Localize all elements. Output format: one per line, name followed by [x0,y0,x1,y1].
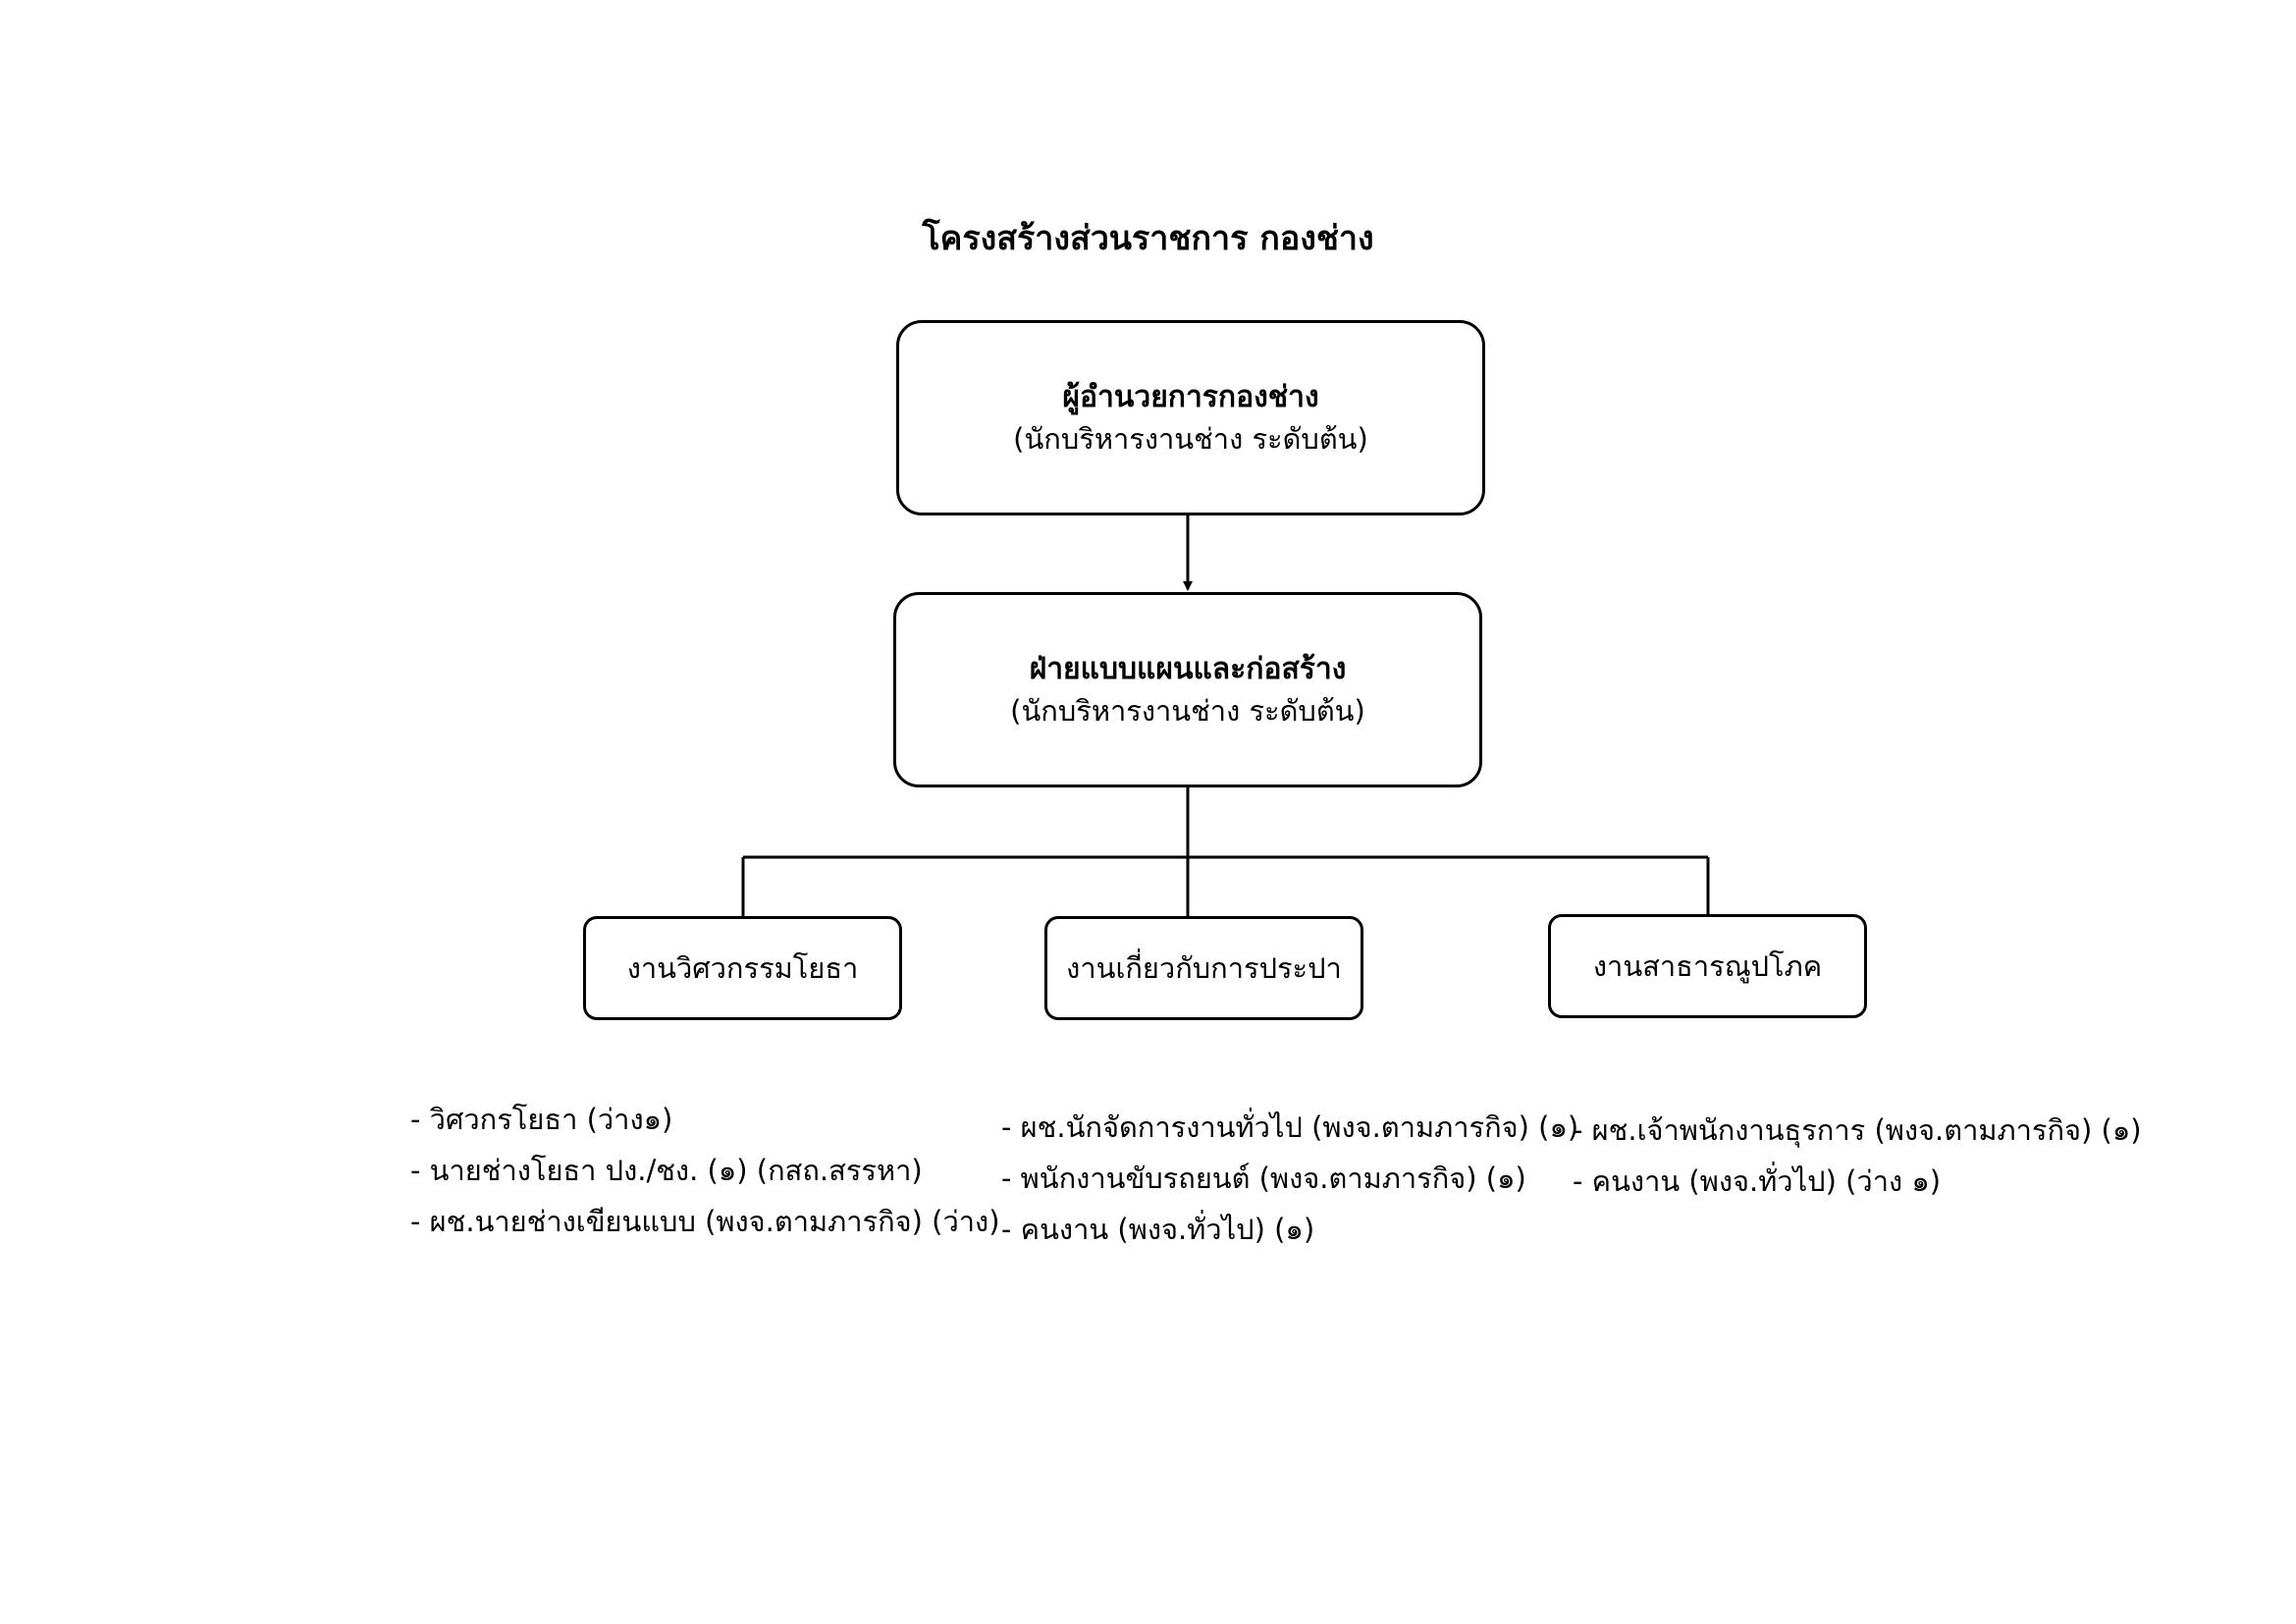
list-item: - นายช่างโยธา ปง./ชง. (๑) (กสถ.สรรหา) [410,1154,923,1187]
list-item: - คนงาน (พงจ.ทั่วไป) (ว่าง ๑) [1573,1164,1942,1198]
unit-label: งานวิศวกรรมโยธา [626,951,859,985]
director-title: ผู้อำนวยการกองช่าง [1062,379,1319,414]
page-title: โครงสร้างส่วนราชการ กองช่าง [922,219,1374,258]
list-item: - วิศวกรโยธา (ว่าง๑) [410,1103,673,1136]
list-item: - ผช.นักจัดการงานทั่วไป (พงจ.ตามภารกิจ) … [1001,1110,1579,1144]
staff-list-water-supply: - ผช.นักจัดการงานทั่วไป (พงจ.ตามภารกิจ) … [1001,1102,1578,1255]
list-item: - คนงาน (พงจ.ทั่วไป) (๑) [1001,1213,1315,1246]
unit-box-water-supply: งานเกี่ยวกับการประปา [1044,916,1363,1020]
list-item: - ผช.เจ้าพนักงานธุรการ (พงจ.ตามภารกิจ) (… [1573,1113,2142,1147]
unit-label: งานเกี่ยวกับการประปา [1066,951,1342,985]
list-item: - ผช.นายช่างเขียนแบบ (พงจ.ตามภารกิจ) (ว่… [410,1205,1000,1238]
director-box: ผู้อำนวยการกองช่าง (นักบริหารงานช่าง ระด… [896,320,1485,515]
staff-list-public-utilities: - ผช.เจ้าพนักงานธุรการ (พงจ.ตามภารกิจ) (… [1573,1105,2142,1207]
division-level: (นักบริหารงานช่าง ระดับต้น) [1010,694,1365,729]
division-title: ฝ่ายแบบแผนและก่อสร้าง [1029,651,1347,686]
unit-box-civil-engineering: งานวิศวกรรมโยธา [583,916,902,1020]
list-item: - พนักงานขับรถยนต์ (พงจ.ตามภารกิจ) (๑) [1001,1162,1526,1195]
unit-label: งานสาธารณูปโภค [1592,949,1823,983]
division-box: ฝ่ายแบบแผนและก่อสร้าง (นักบริหารงานช่าง … [893,592,1482,787]
unit-box-public-utilities: งานสาธารณูปโภค [1548,914,1867,1018]
director-level: (นักบริหารงานช่าง ระดับต้น) [1013,422,1368,457]
staff-list-civil-engineering: - วิศวกรโยธา (ว่าง๑) - นายช่างโยธา ปง./ช… [410,1094,1000,1247]
